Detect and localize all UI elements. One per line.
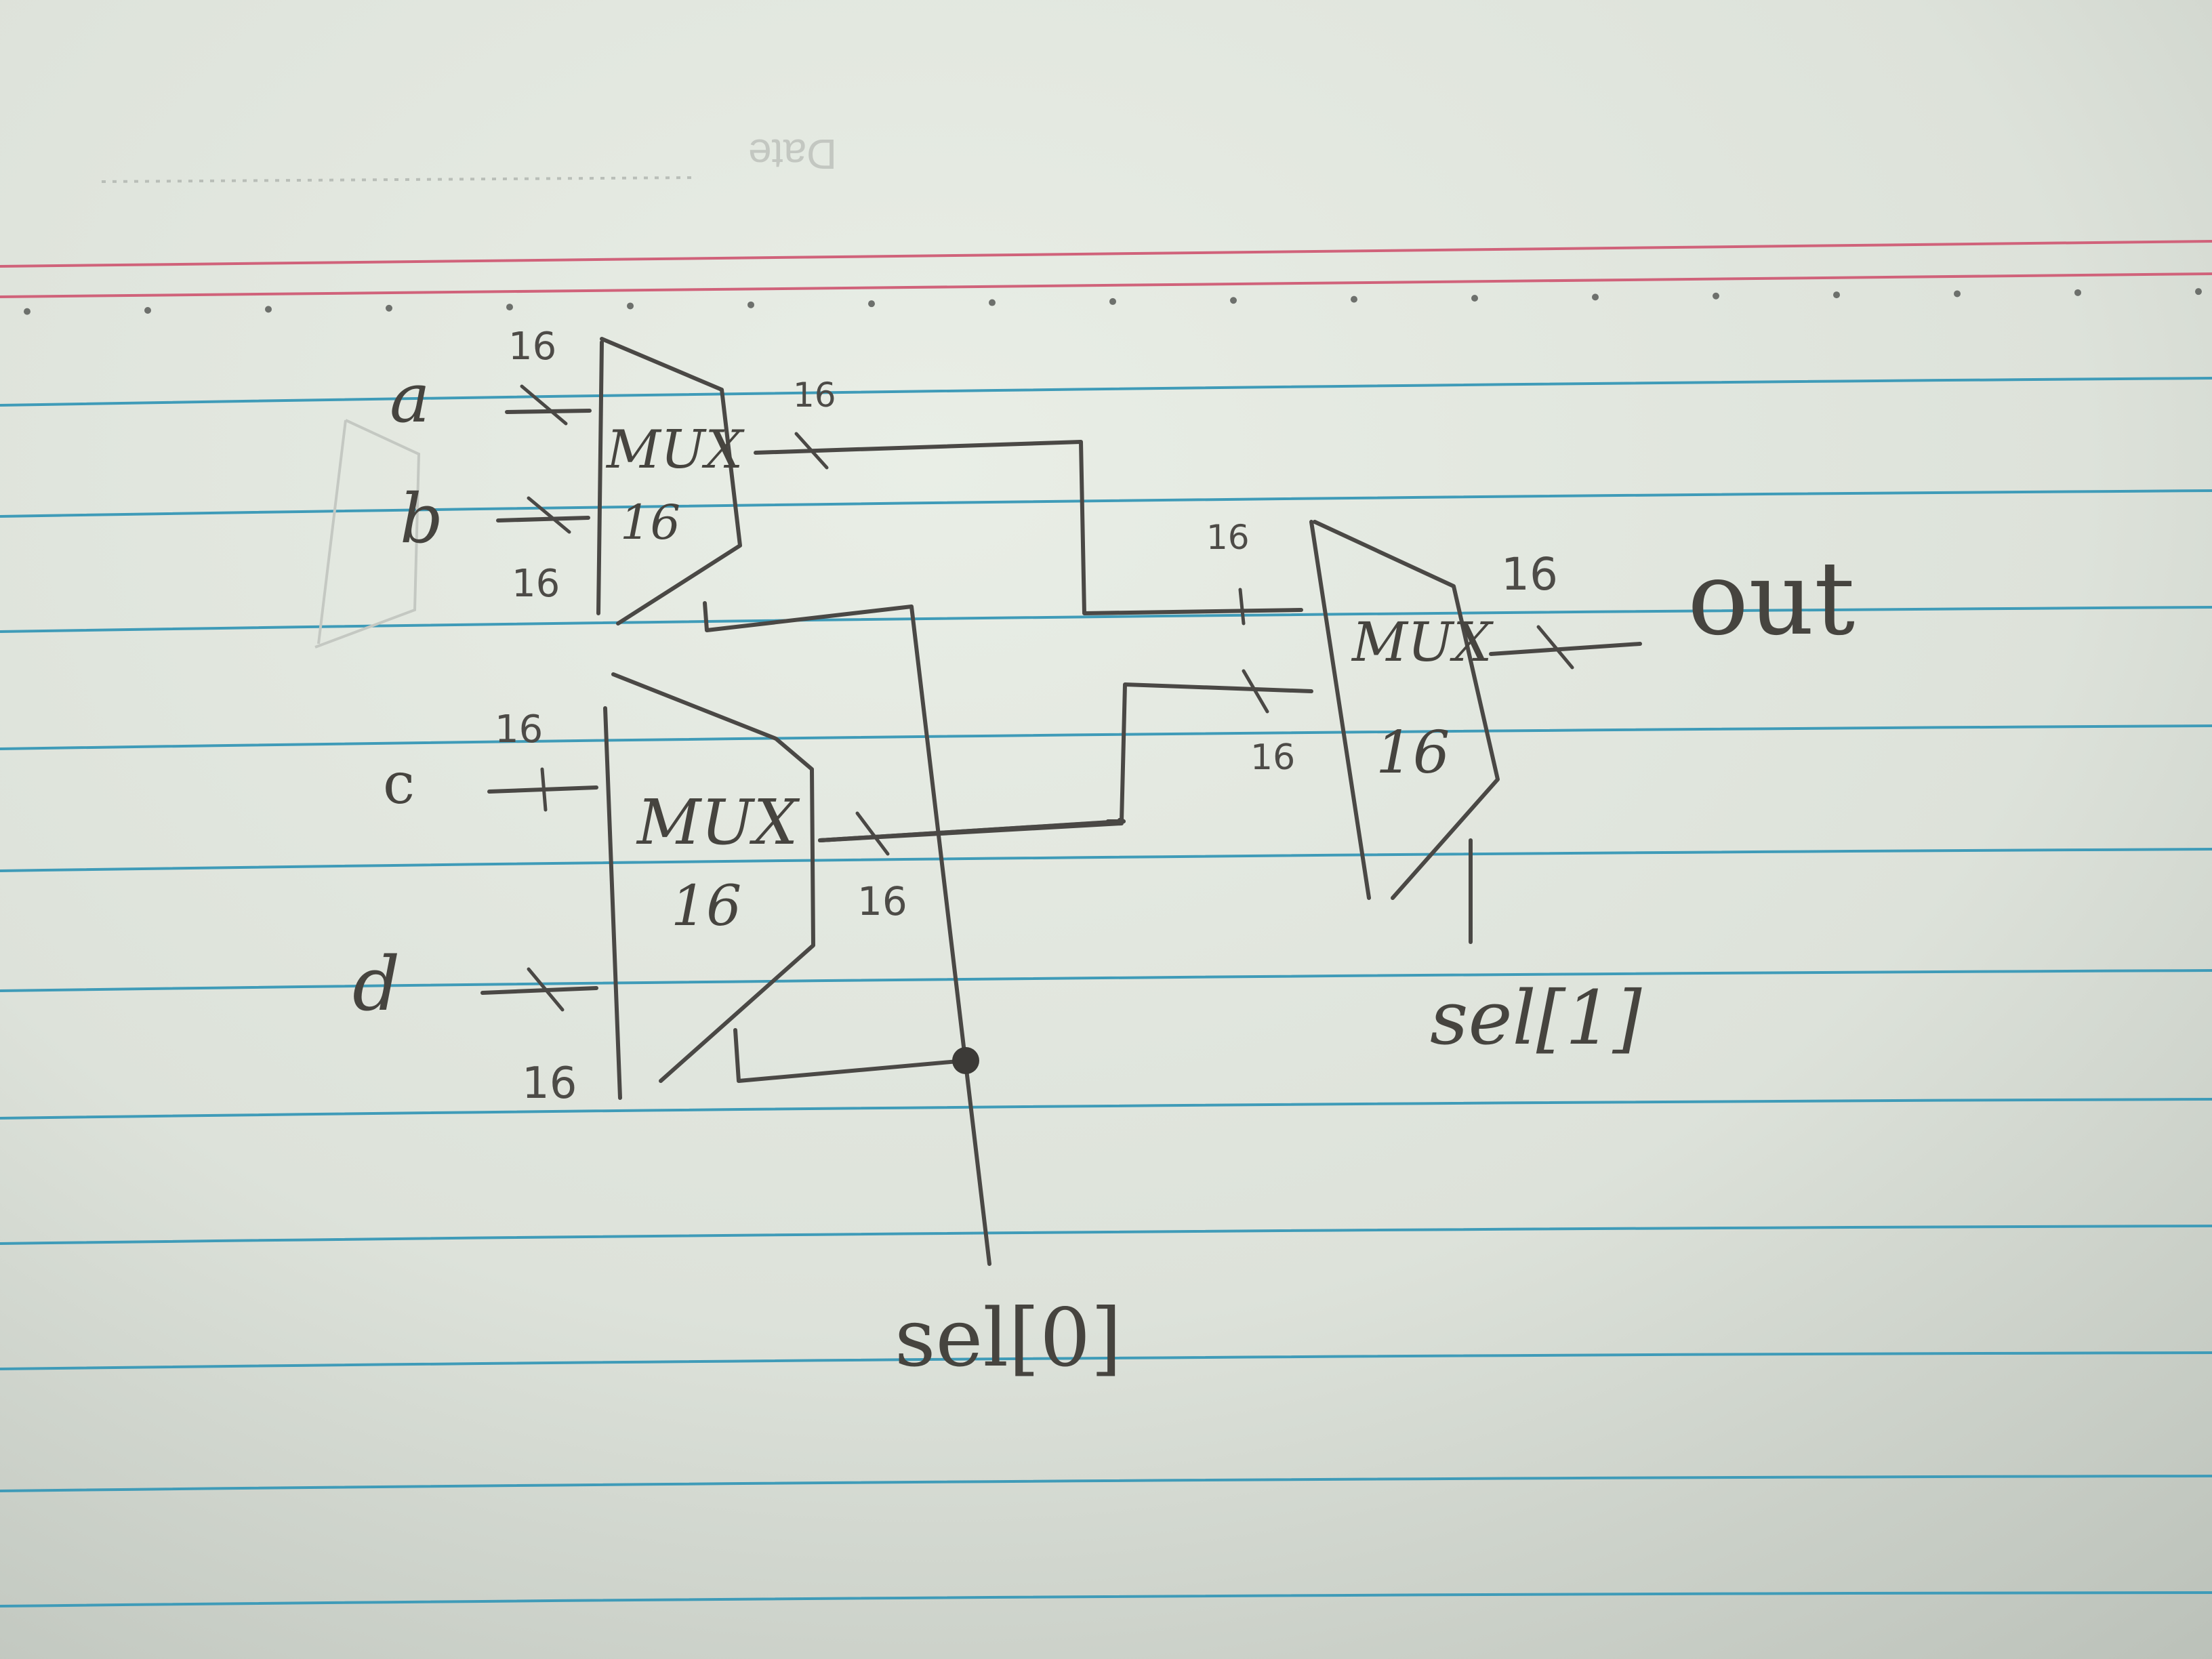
bus-width-mux-top-out: 16 <box>793 375 836 415</box>
bus-width-b: 16 <box>512 562 560 606</box>
erased-sketch <box>314 419 421 649</box>
input-d-label: d <box>352 941 400 1027</box>
wire-mux-top-out: 16 <box>754 375 1303 615</box>
date-label: Date <box>748 130 837 177</box>
input-c-label: c <box>383 750 415 817</box>
margin-dot <box>1351 295 1357 303</box>
select-0: sel[0] <box>703 601 1122 1385</box>
wire-mux-bottom-out: 16 <box>818 682 1313 924</box>
mux-top-title: MUX <box>605 419 745 480</box>
margin-dot <box>1954 290 1961 298</box>
ruled-line <box>0 724 2212 750</box>
select-1: sel[1] <box>1430 838 1643 1061</box>
bus-width-mux-out-in-bottom: 16 <box>1250 737 1295 778</box>
ruled-line <box>0 1098 2212 1120</box>
margin-line-lower <box>0 272 2212 298</box>
mux-top: MUX 16 <box>596 337 745 626</box>
margin-dot <box>1592 293 1599 301</box>
mux-top-width: 16 <box>620 495 680 550</box>
bus-width-out: 16 <box>1501 548 1558 600</box>
ruled-line <box>0 606 2212 633</box>
bus-width-c: 16 <box>495 708 543 752</box>
margin-dot <box>265 306 272 313</box>
margin-line-upper <box>0 240 2212 268</box>
bus-width-mux-bottom-out: 16 <box>857 878 907 924</box>
input-c: c 16 <box>383 708 598 817</box>
mux-out-width: 16 <box>1376 719 1450 787</box>
mux-bottom: MUX 16 <box>603 672 815 1100</box>
mux-out-title: MUX <box>1351 611 1494 674</box>
ruled-line <box>0 1591 2212 1607</box>
bus-width-a: 16 <box>508 325 556 369</box>
ruled-line <box>0 489 2212 518</box>
input-a: a 16 <box>390 325 592 438</box>
margin-dot <box>1833 291 1840 299</box>
bus-width-mux-out-in-top: 16 <box>1206 518 1250 557</box>
ruled-line <box>0 377 2212 407</box>
margin-dot <box>1713 292 1719 300</box>
mux-out: MUX 16 16 16 <box>1206 518 1500 900</box>
ruled-line <box>0 1351 2212 1370</box>
margin-dot <box>2074 289 2081 296</box>
margin-dot <box>1471 295 1478 302</box>
mux-bottom-width: 16 <box>671 874 741 939</box>
margin-dot <box>627 302 634 310</box>
margin-dot <box>989 299 996 306</box>
margin-dot <box>1230 297 1237 304</box>
junction-dot <box>952 1047 979 1074</box>
input-d: d 16 <box>352 941 598 1109</box>
ruled-line <box>0 969 2212 992</box>
select-1-label: sel[1] <box>1430 975 1643 1061</box>
margin-dot <box>747 301 754 308</box>
margin-dot <box>2195 288 2202 295</box>
ruled-line <box>0 848 2212 872</box>
margin-dot <box>506 304 513 311</box>
margin-dot <box>868 300 875 308</box>
margin-dot <box>386 304 392 312</box>
margin-dots <box>24 288 2202 315</box>
input-a-label: a <box>390 359 430 438</box>
margin-dot <box>144 306 151 314</box>
output-out: 16 out <box>1489 540 1855 670</box>
ruled-line <box>0 1475 2212 1492</box>
input-b: b 16 <box>400 479 590 606</box>
date-header: Date <box>101 130 837 183</box>
ruled-line <box>0 1225 2212 1245</box>
margin-dot <box>24 308 30 315</box>
input-b-label: b <box>400 479 443 558</box>
margin-lines <box>0 240 2212 298</box>
mux-bottom-title: MUX <box>636 786 800 859</box>
output-label: out <box>1687 540 1855 658</box>
margin-dot <box>1109 298 1116 305</box>
select-0-label: sel[0] <box>895 1291 1122 1385</box>
ruled-lines <box>0 377 2212 1607</box>
bus-width-d: 16 <box>522 1059 577 1109</box>
